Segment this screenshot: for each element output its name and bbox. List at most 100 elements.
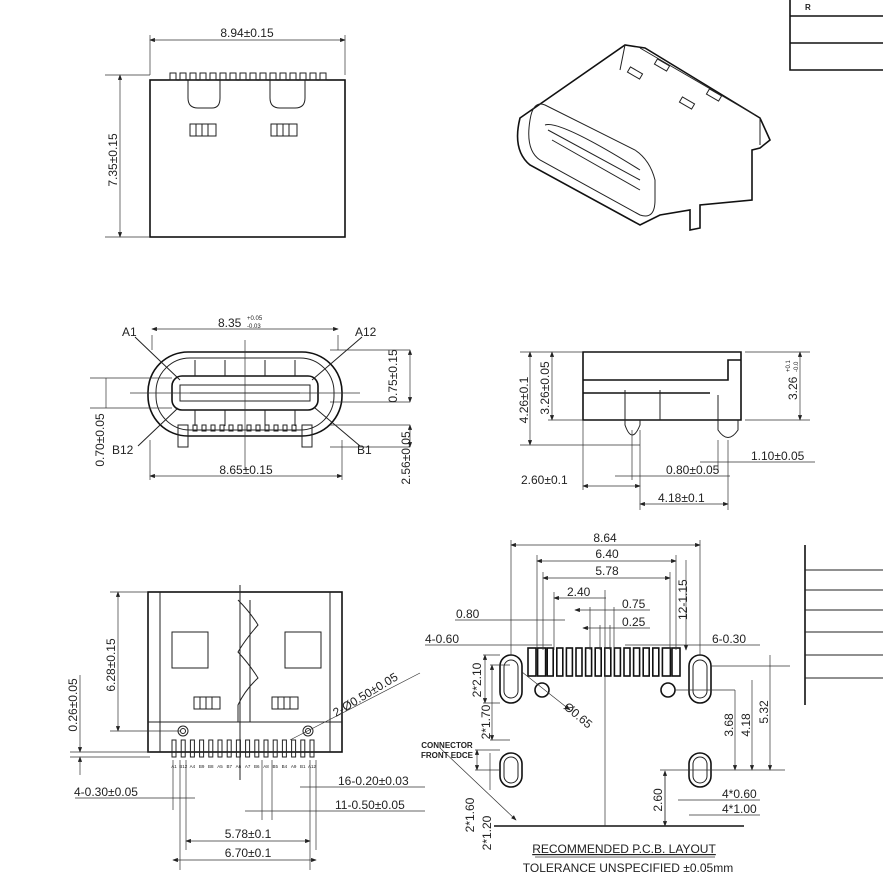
pcb-pad bbox=[565, 647, 574, 677]
bottom-pin-label: A12 bbox=[308, 764, 317, 769]
bottom-pin bbox=[272, 739, 278, 758]
front-pin bbox=[291, 424, 297, 432]
side-right-tol-minus: -0.0 bbox=[794, 361, 800, 372]
front-pin bbox=[192, 424, 198, 432]
pcb-dim-4x0-60: 4*0.60 bbox=[722, 787, 757, 801]
top-view: 8.94±0.15 7.35±0.15 bbox=[105, 26, 346, 238]
side-front-offset: 2.60±0.1 bbox=[521, 473, 568, 487]
side-total-height: 4.26±0.1 bbox=[517, 376, 531, 423]
side-right-height: 3.26 bbox=[786, 376, 800, 400]
bottom-pin bbox=[171, 739, 177, 758]
top-pin bbox=[219, 72, 227, 81]
top-pin bbox=[309, 72, 317, 81]
top-pin bbox=[289, 72, 297, 81]
top-height-dim: 7.35±0.15 bbox=[106, 133, 120, 187]
top-width-dim: 8.94±0.15 bbox=[220, 26, 274, 40]
pcb-dim-2x2-10: 2*2.10 bbox=[470, 662, 484, 697]
pcb-layout: 8.64 6.40 5.78 2.40 0.75 0.25 0.80 4-0.6… bbox=[421, 531, 790, 875]
side-pin-spacing: 4.18±0.1 bbox=[658, 491, 705, 505]
bottom-pin-label: B8 bbox=[208, 764, 214, 769]
front-view: 8.35 +0.05 -0.03 8.65±0.15 A1 A12 B12 B1… bbox=[90, 316, 413, 485]
front-width-top-tol-plus: +0.05 bbox=[247, 316, 263, 322]
top-pin bbox=[319, 72, 327, 81]
bottom-pin bbox=[281, 739, 287, 758]
pcb-dim-2x1-60: 2*1.60 bbox=[463, 797, 477, 832]
bottom-pin-label: A4 bbox=[190, 764, 196, 769]
top-pin bbox=[229, 72, 237, 81]
side-leg-width: 1.10±0.05 bbox=[751, 449, 805, 463]
side-table bbox=[804, 545, 883, 705]
pcb-pad bbox=[527, 647, 537, 677]
bottom-pin bbox=[180, 739, 186, 758]
front-width-top-tol-minus: -0.03 bbox=[247, 324, 261, 330]
pcb-pad bbox=[661, 647, 672, 677]
front-dim-right-lower: 2.56±0.05 bbox=[399, 431, 413, 485]
front-width-bottom-dim: 8.65±0.15 bbox=[219, 463, 273, 477]
bottom-pin bbox=[189, 739, 195, 758]
pcb-dim-8-64: 8.64 bbox=[593, 531, 617, 545]
bottom-pin bbox=[263, 739, 269, 758]
pcb-dim-0-75: 0.75 bbox=[622, 597, 646, 611]
pcb-dim-2-40: 2.40 bbox=[567, 585, 591, 599]
pcb-pad bbox=[671, 647, 681, 677]
front-width-top-dim: 8.35 bbox=[218, 316, 242, 330]
label-b1: B1 bbox=[357, 443, 372, 457]
pcb-pad bbox=[651, 647, 660, 677]
pcb-dim-0-80: 0.80 bbox=[456, 607, 480, 621]
top-pin bbox=[259, 72, 267, 81]
top-pin bbox=[189, 72, 197, 81]
pcb-pad bbox=[575, 647, 583, 677]
bottom-pin-label: B5 bbox=[272, 764, 278, 769]
bottom-pin-label: A8 bbox=[263, 764, 269, 769]
side-pin-width: 0.80±0.05 bbox=[666, 463, 720, 477]
top-pin bbox=[269, 72, 277, 81]
corner-title-table: R bbox=[789, 0, 883, 71]
top-pin bbox=[239, 72, 247, 81]
bottom-pin-label: A5 bbox=[217, 764, 223, 769]
bottom-pin-label: B12 bbox=[179, 764, 188, 769]
top-pin bbox=[169, 72, 177, 81]
label-a12: A12 bbox=[355, 325, 377, 339]
pcb-pad bbox=[642, 647, 651, 677]
pcb-dim-5-32: 5.32 bbox=[757, 700, 771, 724]
top-pin bbox=[249, 72, 257, 81]
pcb-dim-3-68: 3.68 bbox=[722, 713, 736, 737]
bottom-span-outer: 6.70±0.1 bbox=[225, 846, 272, 860]
bottom-pin bbox=[309, 739, 315, 758]
bottom-pin-label: A9 bbox=[291, 764, 297, 769]
label-b12: B12 bbox=[112, 443, 134, 457]
bottom-height-dim: 6.28±0.15 bbox=[104, 638, 118, 692]
pcb-dim-4x1-00: 4*1.00 bbox=[722, 802, 757, 816]
front-pin bbox=[264, 424, 270, 432]
side-body-height: 3.26±0.05 bbox=[538, 361, 552, 415]
pcb-pad bbox=[584, 647, 593, 677]
top-pin bbox=[179, 72, 187, 81]
bottom-pin-label: A6 bbox=[236, 764, 242, 769]
bottom-pin bbox=[254, 739, 260, 758]
pcb-pad bbox=[613, 647, 622, 677]
top-pin bbox=[299, 72, 307, 81]
pcb-dim-6-40: 6.40 bbox=[595, 547, 619, 561]
pcb-pad bbox=[555, 647, 564, 677]
pcb-pad bbox=[536, 647, 547, 677]
bottom-pin bbox=[235, 739, 241, 758]
bottom-pin bbox=[226, 739, 232, 758]
front-pin bbox=[255, 424, 261, 432]
isometric-view bbox=[516, 44, 771, 231]
side-right-tol-plus: +0.1 bbox=[786, 359, 792, 372]
pcb-pad bbox=[603, 647, 612, 677]
bottom-pin bbox=[199, 739, 205, 758]
bottom-pin-label: A7 bbox=[245, 764, 251, 769]
connector-label-2: FRONT EDCE bbox=[421, 751, 474, 760]
front-pin bbox=[282, 424, 288, 432]
pcb-dim-12-1-15: 12-1.15 bbox=[676, 579, 690, 620]
pcb-dim-2x1-70: 2*1.70 bbox=[479, 704, 493, 739]
front-dim-left: 0.70±0.05 bbox=[93, 413, 107, 467]
pcb-dim-4-18: 4.18 bbox=[739, 713, 753, 737]
top-pin bbox=[209, 72, 217, 81]
bottom-pin-label: B1 bbox=[300, 764, 306, 769]
bottom-hole-dim: 2-Ø0.50±0.05 bbox=[330, 670, 400, 720]
pcb-pad bbox=[632, 647, 641, 677]
